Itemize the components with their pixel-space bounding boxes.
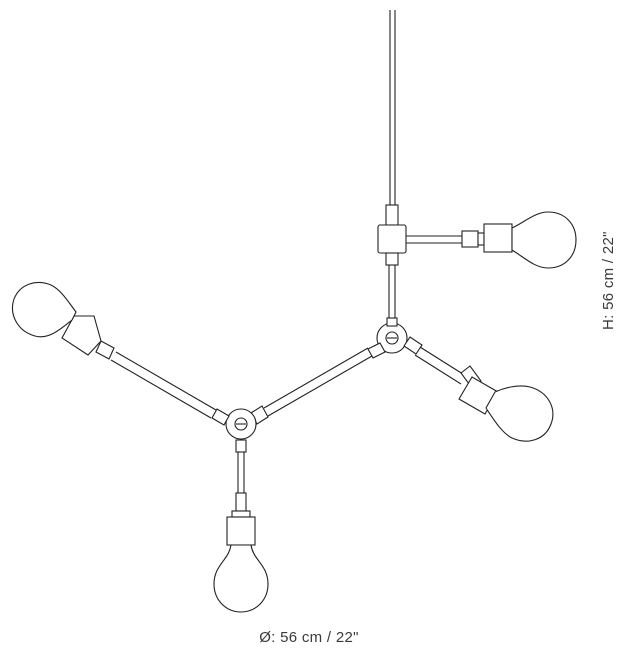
upper-right-arm xyxy=(406,223,513,253)
height-dimension: H: 56 cm / 22" xyxy=(600,231,617,330)
upper-junction xyxy=(377,204,407,266)
upper-left-arm xyxy=(61,315,230,426)
bulb-lower-right xyxy=(485,385,554,442)
bottom-arm xyxy=(226,439,256,546)
hub-right xyxy=(376,317,408,354)
bulb-upper-left xyxy=(12,281,77,338)
diameter-dimension: Ø: 56 cm / 22" xyxy=(259,629,359,646)
center-arm xyxy=(250,342,386,425)
bulb-bottom xyxy=(213,544,269,613)
suspension-cord xyxy=(389,10,396,205)
hub-left xyxy=(225,408,257,440)
vertical-connector xyxy=(388,265,396,323)
bulb-upper-right xyxy=(511,211,577,269)
lower-right-arm xyxy=(403,336,499,415)
